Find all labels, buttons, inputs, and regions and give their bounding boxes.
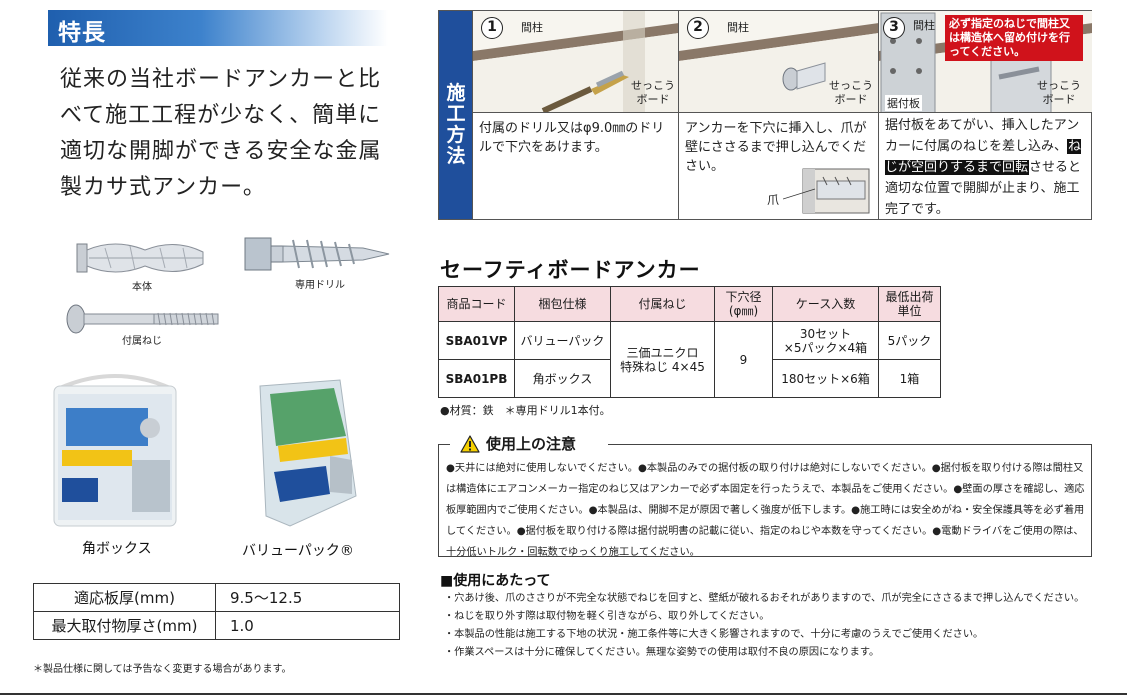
row-packing: 角ボックス [514,359,611,398]
row-min: 5パック [878,321,941,360]
step-1-board-label: せっこう ボード [631,79,675,106]
usage-list: ・穴あけ後、爪のささりが不完全な状態でねじを回すと、壁紙が破れるおそれがあります… [444,590,1094,662]
caution-heading: 使用上の注意 [456,433,581,454]
caution-title: 使用上の注意 [486,435,577,453]
spec-value: 9.5〜12.5 [215,583,400,612]
step-2-stud-label: 間柱 [727,21,749,34]
method-side-bar: 施工方法 [439,11,472,219]
features-heading-bar: 特長 [48,10,388,46]
anchor-body-image [76,243,204,273]
anchor-inserted-illustration [679,23,878,112]
row-screw: 三価ユニクロ 特殊ねじ 4×45 [610,321,715,398]
product-table: 商品コード 梱包仕様 付属ねじ 下穴径 (φ㎜) ケース入数 最低出荷 単位 S… [438,286,941,398]
header-code: 商品コード [438,286,515,322]
step-3-desc-b: させると適切な位置で開脚が止まり、施工完了です。 [885,160,1082,217]
drill-label: 専用ドリル [295,280,345,291]
product-table-title: セーフティボードアンカー [440,258,701,282]
product-table-header-row: 商品コード 梱包仕様 付属ねじ 下穴径 (φ㎜) ケース入数 最低出荷 単位 [438,286,941,322]
step-1-description: 付属のドリル又はφ9.0㎜のドリルで下穴をあけます。 [479,121,665,155]
step-2-illustration: 2 間柱 せっこう ボード [679,11,878,113]
spec-row: 最大取付物厚さ(mm) 1.0 [33,611,400,640]
step-1-number: 1 [481,17,503,39]
header-case: ケース入数 [772,286,879,322]
step-1-stud-label: 間柱 [521,21,543,34]
row-packing: バリューパック [514,321,611,360]
step-3-stud-label: 間柱 [913,19,935,32]
anchor-body-label: 本体 [132,282,152,293]
step-3-illustration: 3 間柱 必ず指定のねじで間柱又は構造体へ留め付けを行ってください。 据付板 せ… [879,11,1092,113]
header-hole: 下穴径 (φ㎜) [714,286,773,322]
spec-table: 適応板厚(mm) 9.5〜12.5 最大取付物厚さ(mm) 1.0 [33,583,400,640]
screw-label: 付属ねじ [122,336,162,347]
screw-image [66,304,219,334]
row-min: 1箱 [878,359,941,398]
step-3-description: 据付板をあてがい、挿入したアンカーに付属のねじを差し込み、ねじが空回りするまで回… [885,115,1088,220]
step-2-description: アンカーを下穴に挿入し、爪が壁にささるまで押し込んでください。 [685,121,867,174]
drill-image [244,237,390,271]
row-code: SBA01VP [438,321,515,360]
spec-row: 適応板厚(mm) 9.5〜12.5 [33,583,400,612]
step-2-number: 2 [687,17,709,39]
step-3-board-label: せっこう ボード [1037,79,1081,106]
step-3-bracket-label: 据付板 [885,95,922,111]
row-case: 180セット×6箱 [772,359,879,398]
usage-title: ■使用にあたって [440,573,551,589]
box-package-image [53,374,177,527]
header-min: 最低出荷 単位 [878,286,941,322]
step-3: 3 間柱 必ず指定のねじで間柱又は構造体へ留め付けを行ってください。 据付板 せ… [878,11,1092,219]
spec-key: 適応板厚(mm) [33,583,216,612]
step-2-board-label: せっこう ボード [829,79,873,106]
step-2-claw-label: 爪 [767,193,780,207]
step-3-number: 3 [883,17,905,39]
caution-text: ●天井には絶対に使用しないでください。●本製品のみでの据付板の取り付けは絶対にし… [446,463,1085,558]
spec-key: 最大取付物厚さ(mm) [33,611,216,640]
list-item: ・ねじを取り外す際は取付物を軽く引きながら、取り外してください。 [444,611,770,622]
box-package-label: 角ボックス [82,541,152,557]
spec-value: 1.0 [215,611,400,640]
step-2: 2 間柱 せっこう ボード アンカーを下穴に挿入し、爪が壁にささるまで押し込んで… [678,11,878,219]
step-3-desc-a: 据付板をあてがい、挿入したアンカーに付属のねじを差し込み、 [885,118,1080,154]
warning-icon [460,434,480,453]
installation-method-panel: 施工方法 1 間柱 せっこう ボード 付属のドリル又はφ9.0㎜のドリルで下穴を… [438,10,1092,220]
claw-detail-illustration [783,168,870,214]
step-1-illustration: 1 間柱 せっこう ボード [473,11,678,113]
step-3-warning: 必ず指定のねじで間柱又は構造体へ留め付けを行ってください。 [945,15,1083,61]
method-side-label: 施工方法 [446,82,466,167]
header-packing: 梱包仕様 [514,286,611,322]
row-code: SBA01PB [438,359,515,398]
list-item: ・本製品の性能は施工する下地の状況・施工条件等に大きく影響されますので、十分に考… [444,629,984,640]
caution-box-top-border [438,444,1092,445]
features-description: 従来の当社ボードアンカーと比べて施工工程が少なく、簡単に適切な開脚ができる安全な… [60,67,382,200]
step-1: 1 間柱 せっこう ボード 付属のドリル又はφ9.0㎜のドリルで下穴をあけます。 [472,11,678,219]
header-screw: 付属ねじ [610,286,715,322]
list-item: ・穴あけ後、爪のささりが不完全な状態でねじを回すと、壁紙が破れるおそれがあります… [444,593,1085,604]
drill-in-wall-illustration [473,11,678,112]
table-row: SBA01PB 角ボックス 180セット×6箱 1箱 [438,359,941,398]
value-pack-label: バリューパック® [242,543,354,559]
product-table-note: ●材質：鉄 ＊専用ドリル1本付。 [440,404,611,417]
value-pack-image [259,379,357,527]
list-item: ・作業スペースは十分に確保してください。無理な姿勢での使用は取付不良の原因になり… [444,647,880,658]
row-case: 30セット ×5パック×4箱 [772,321,879,360]
bottom-divider [0,693,1127,695]
row-hole: 9 [714,321,773,398]
caution-box [438,444,1092,557]
table-row: SBA01VP バリューパック 三価ユニクロ 特殊ねじ 4×45 9 30セット… [438,321,941,398]
footnote: ＊製品仕様に関しては予告なく変更する場合があります。 [33,664,292,675]
features-heading: 特長 [58,20,106,46]
